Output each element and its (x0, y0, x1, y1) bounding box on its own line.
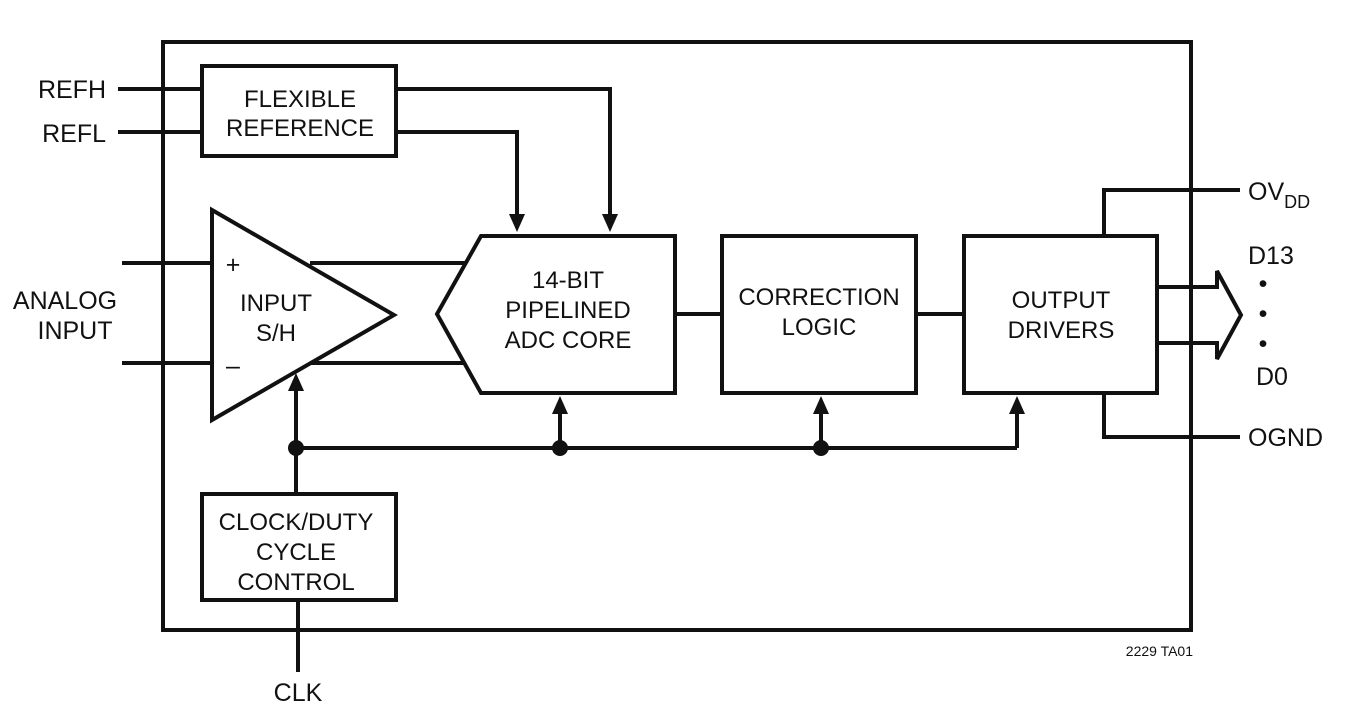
refh-pin-label: REFH (38, 76, 106, 104)
adc-core-block (434, 234, 677, 395)
d13-pin-label: D13 (1248, 242, 1294, 270)
clk-pin-label: CLK (274, 679, 323, 707)
bus-dot-3: • (1259, 330, 1268, 358)
clock-duty-label-3: CONTROL (237, 569, 354, 596)
ref-to-adc-wire-2 (396, 130, 519, 218)
ref-arrow-2 (509, 214, 525, 232)
output-bus-arrow (1157, 270, 1244, 360)
refl-pin-label: REFL (42, 120, 106, 148)
adc-core-label-3: ADC CORE (505, 327, 632, 354)
analog-input-label-2: INPUT (38, 317, 113, 345)
clock-arrow-sh (288, 373, 304, 391)
sh-plus-symbol: + (226, 251, 241, 279)
flexible-reference-label-1: FLEXIBLE (244, 86, 356, 113)
bus-dot-2: • (1259, 300, 1268, 328)
junction-dot-adc (552, 440, 568, 456)
flexible-reference-block (200, 64, 398, 158)
figure-id: 2229 TA01 (1126, 643, 1193, 659)
input-sh-label-2: S/H (256, 320, 296, 347)
analog-input-label-1: ANALOG (13, 287, 117, 315)
clock-duty-label-2: CYCLE (256, 539, 336, 566)
ovdd-wire (1102, 188, 1240, 236)
ref-to-adc-wire-1 (396, 87, 612, 218)
d0-pin-label: D0 (1256, 363, 1288, 391)
ognd-wire (1102, 393, 1240, 439)
clock-arrow-correction (813, 396, 829, 414)
ognd-pin-label: OGND (1248, 424, 1323, 452)
correction-logic-block (720, 234, 918, 395)
sh-minus-symbol: – (226, 352, 240, 380)
output-drivers-block (962, 234, 1159, 395)
chip-boundary (161, 40, 1193, 632)
ovdd-pin-label: OVDD (1248, 178, 1310, 212)
input-sh-label-1: INPUT (240, 290, 312, 317)
correction-logic-label-2: LOGIC (782, 314, 857, 341)
input-sh-amplifier (210, 206, 399, 424)
clock-arrow-drivers (1009, 396, 1025, 414)
clock-duty-label-1: CLOCK/DUTY (219, 509, 374, 536)
adc-core-label-1: 14-BIT (532, 267, 604, 294)
ref-arrow-1 (602, 214, 618, 232)
junction-dot-correction (813, 440, 829, 456)
correction-logic-label-1: CORRECTION (738, 284, 899, 311)
adc-core-label-2: PIPELINED (505, 297, 630, 324)
bus-dot-1: • (1259, 270, 1268, 298)
junction-dot-sh (288, 440, 304, 456)
flexible-reference-label-2: REFERENCE (226, 115, 374, 142)
clock-duty-block (200, 492, 398, 602)
clock-arrow-adc (552, 396, 568, 414)
output-drivers-label-1: OUTPUT (1012, 287, 1111, 314)
output-drivers-label-2: DRIVERS (1008, 317, 1115, 344)
